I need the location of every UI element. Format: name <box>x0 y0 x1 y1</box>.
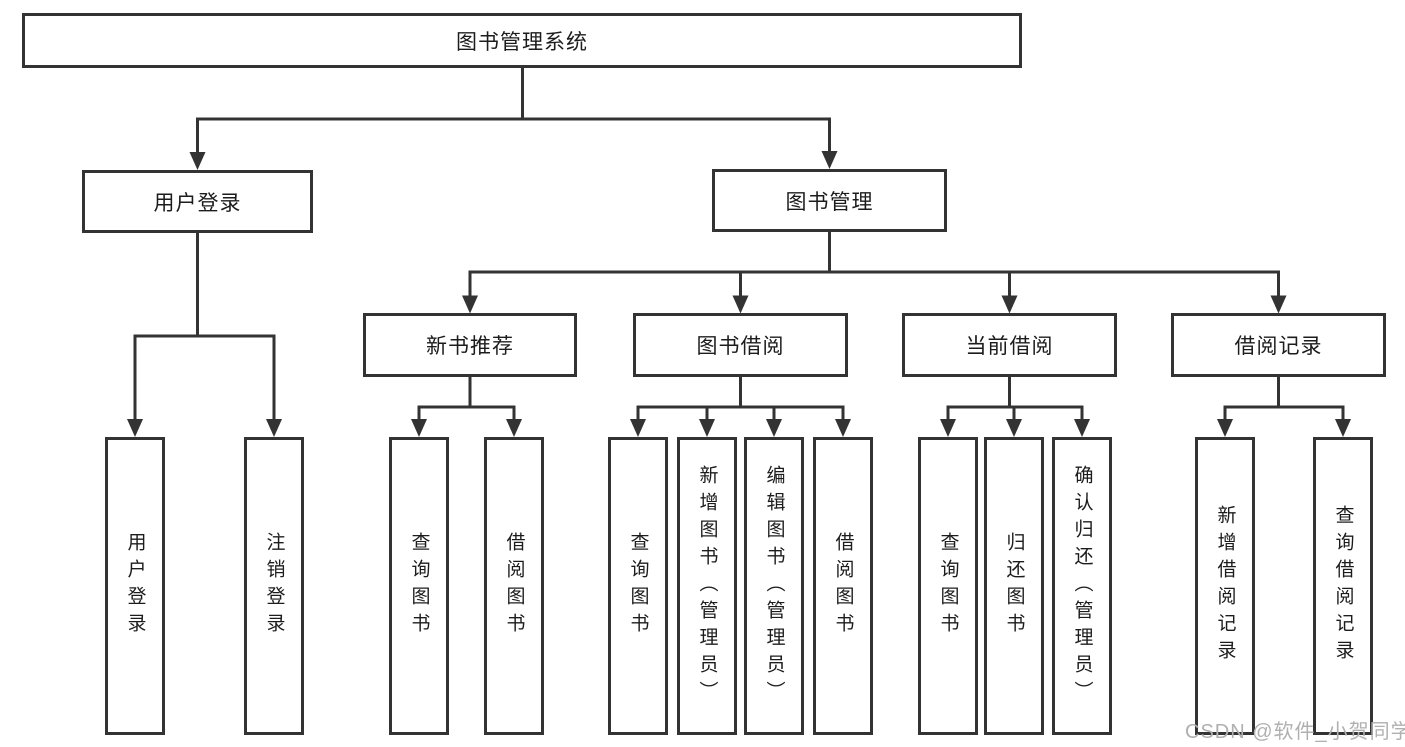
node-leaf-borrow-book: 借阅图书 <box>813 437 873 735</box>
node-leaf-query-borrow-record: 查询借阅记录 <box>1313 437 1373 735</box>
node-leaf-confirm-return-admin: 确认归还（管理员） <box>1052 437 1112 735</box>
node-root-library-system: 图书管理系统 <box>22 13 1022 68</box>
connector-paths <box>133 67 1345 420</box>
node-borrowing-records: 借阅记录 <box>1171 313 1386 377</box>
csdn-watermark: CSDN @软件_小贺同学 <box>1185 721 1405 743</box>
node-leaf-add-borrow-record: 新增借阅记录 <box>1195 437 1255 735</box>
node-book-borrowing: 图书借阅 <box>633 313 848 377</box>
node-leaf-edit-book-admin: 编辑图书（管理员） <box>744 437 804 735</box>
node-leaf-add-book-admin: 新增图书（管理员） <box>677 437 737 735</box>
node-leaf-logout: 注销登录 <box>244 437 304 735</box>
node-leaf-query-book-current: 查询图书 <box>918 437 978 735</box>
node-leaf-return-book: 归还图书 <box>984 437 1044 735</box>
node-leaf-user-login: 用户登录 <box>105 437 165 735</box>
node-leaf-query-book-recommend: 查询图书 <box>389 437 449 735</box>
node-new-book-recommend: 新书推荐 <box>363 313 577 377</box>
node-leaf-borrow-book-recommend: 借阅图书 <box>484 437 544 735</box>
node-book-management: 图书管理 <box>712 169 947 232</box>
node-user-login: 用户登录 <box>82 170 313 233</box>
node-current-borrowing: 当前借阅 <box>902 313 1117 377</box>
node-leaf-query-book-borrowing: 查询图书 <box>608 437 668 735</box>
